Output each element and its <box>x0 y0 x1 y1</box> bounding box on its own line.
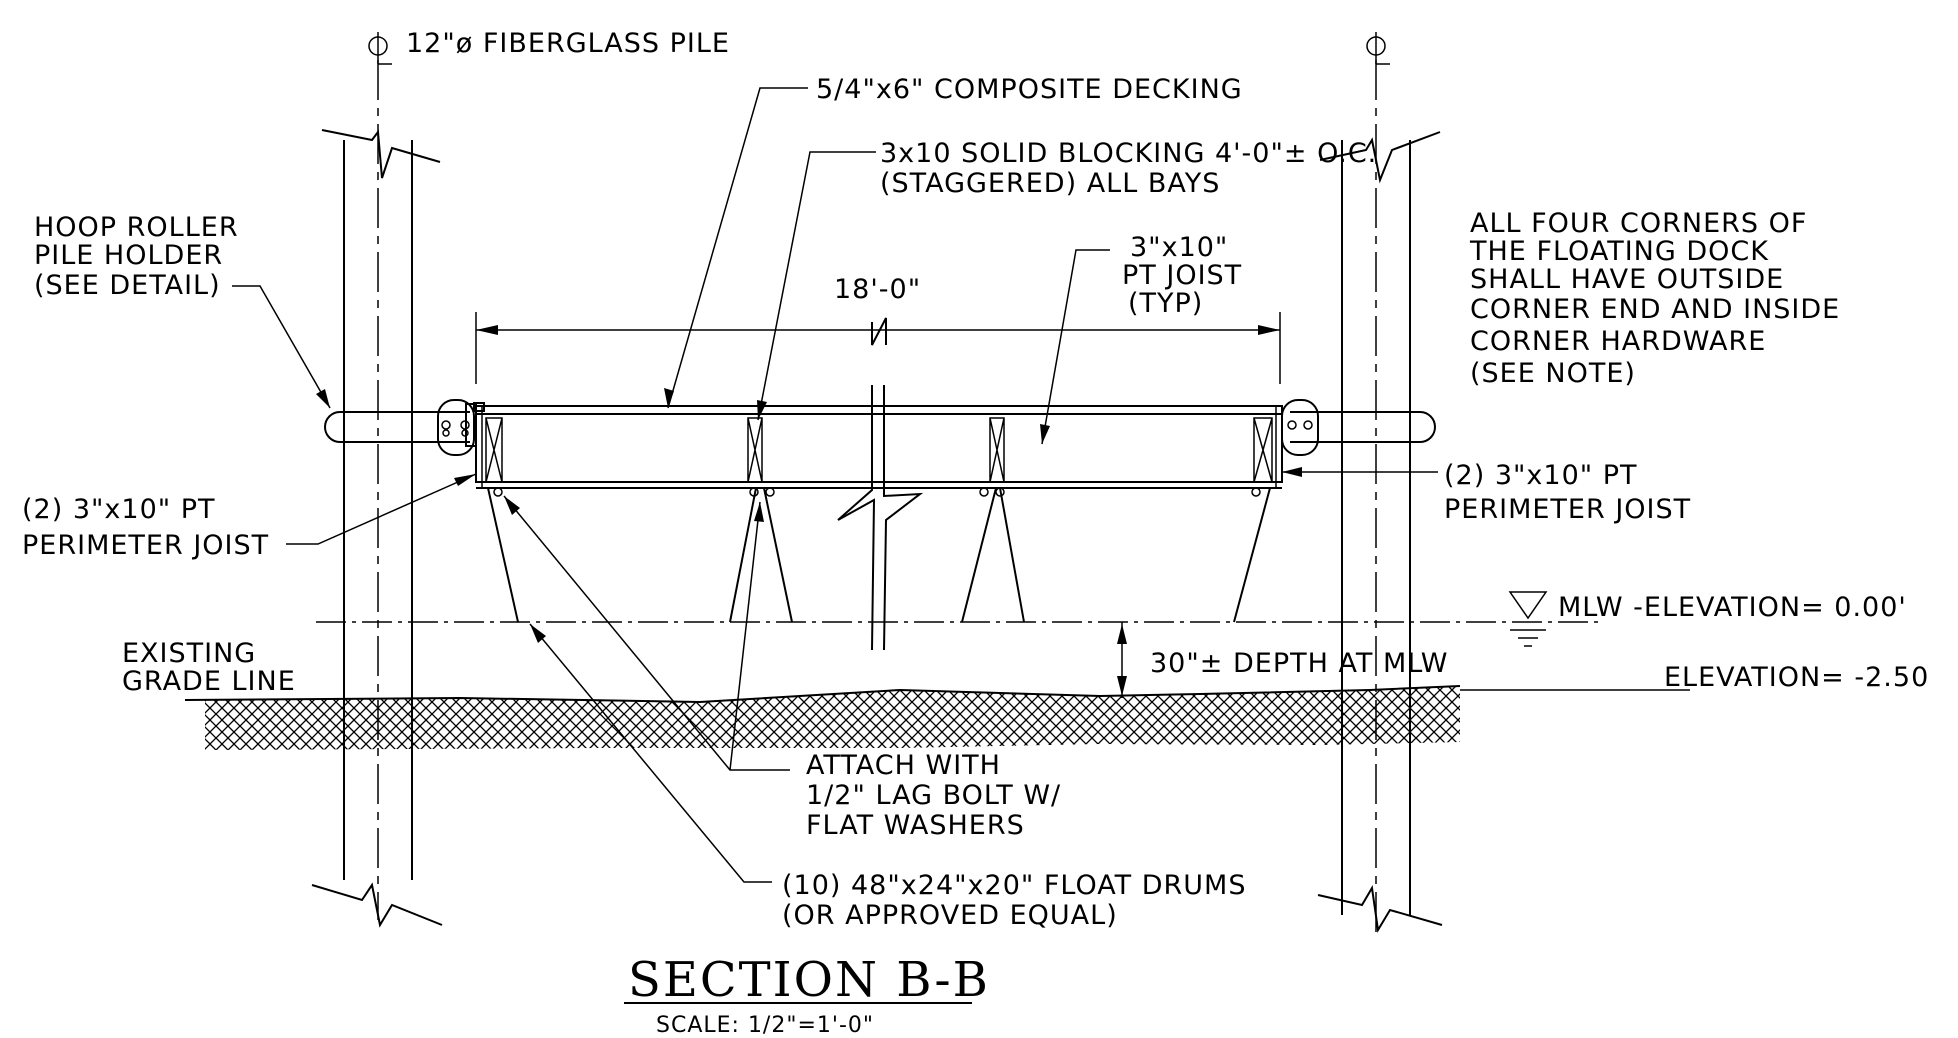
grade-label-line2: GRADE LINE <box>122 666 296 697</box>
decking-label: 5/4"x6" COMPOSITE DECKING <box>816 74 1243 105</box>
corners-note-line6: (SEE NOTE) <box>1470 358 1636 389</box>
corners-note-line4: CORNER END AND INSIDE <box>1470 294 1840 325</box>
drums-label-line2: (OR APPROVED EQUAL) <box>782 900 1118 931</box>
mlw-label: MLW -ELEVATION= 0.00' <box>1558 592 1907 623</box>
pile-right <box>1317 60 1443 935</box>
existing-grade <box>184 685 1690 750</box>
corners-note-line2: THE FLOATING DOCK <box>1469 236 1769 267</box>
grade-label-line1: EXISTING <box>122 638 256 669</box>
hoop-roller-left <box>324 399 477 456</box>
leader-lines <box>232 87 1438 883</box>
section-title: SECTION B-B <box>628 952 990 1008</box>
float-drums <box>487 487 1271 623</box>
corners-note-line1: ALL FOUR CORNERS OF <box>1470 208 1807 239</box>
blocking-label-line1: 3x10 SOLID BLOCKING 4'-0"± O.C. <box>880 138 1377 169</box>
corners-note-line3: SHALL HAVE OUTSIDE <box>1470 264 1784 295</box>
pile-left <box>311 60 443 928</box>
span-dimension <box>475 312 1281 384</box>
span-label: 18'-0" <box>834 274 921 305</box>
solid-blocking <box>485 417 1273 483</box>
joist-label-line1: 3"x10" <box>1130 232 1228 263</box>
hoop-label-line1: HOOP ROLLER <box>34 212 239 243</box>
blocking-label-line2: (STAGGERED) ALL BAYS <box>880 168 1220 199</box>
centerline-symbol-right <box>1366 32 1390 65</box>
elevation-label: ELEVATION= -2.50 <box>1664 662 1929 693</box>
joist-label-line2: PT JOIST <box>1122 260 1242 291</box>
joist-label-line3: (TYP) <box>1128 288 1203 319</box>
hoop-label-line3: (SEE DETAIL) <box>34 270 221 301</box>
drums-label-line1: (10) 48"x24"x20" FLOAT DRUMS <box>782 870 1246 901</box>
centerline-symbol-left <box>368 32 392 65</box>
perimeter-left-line1: (2) 3"x10" PT <box>22 494 216 525</box>
depth-label: 30"± DEPTH AT MLW <box>1150 648 1449 679</box>
perimeter-left-line2: PERIMETER JOIST <box>22 530 269 561</box>
mlw-symbol <box>1508 591 1548 647</box>
hoop-roller-right <box>1281 399 1436 456</box>
scale-label: SCALE: 1/2"=1'-0" <box>656 1013 874 1038</box>
depth-dimension <box>1117 622 1127 698</box>
pile-label: 12"ø FIBERGLASS PILE <box>406 28 730 59</box>
break-line-center <box>837 385 924 651</box>
hoop-label-line2: PILE HOLDER <box>34 240 223 271</box>
perimeter-right-line1: (2) 3"x10" PT <box>1444 460 1638 491</box>
perimeter-right-line2: PERIMETER JOIST <box>1444 494 1691 525</box>
corners-note-line5: CORNER HARDWARE <box>1470 326 1766 357</box>
attach-label-line3: FLAT WASHERS <box>806 810 1025 841</box>
lag-bolts <box>493 487 1261 497</box>
attach-label-line2: 1/2" LAG BOLT W/ <box>806 780 1061 811</box>
attach-label-line1: ATTACH WITH <box>806 750 1001 781</box>
dock-frame <box>473 402 1283 497</box>
